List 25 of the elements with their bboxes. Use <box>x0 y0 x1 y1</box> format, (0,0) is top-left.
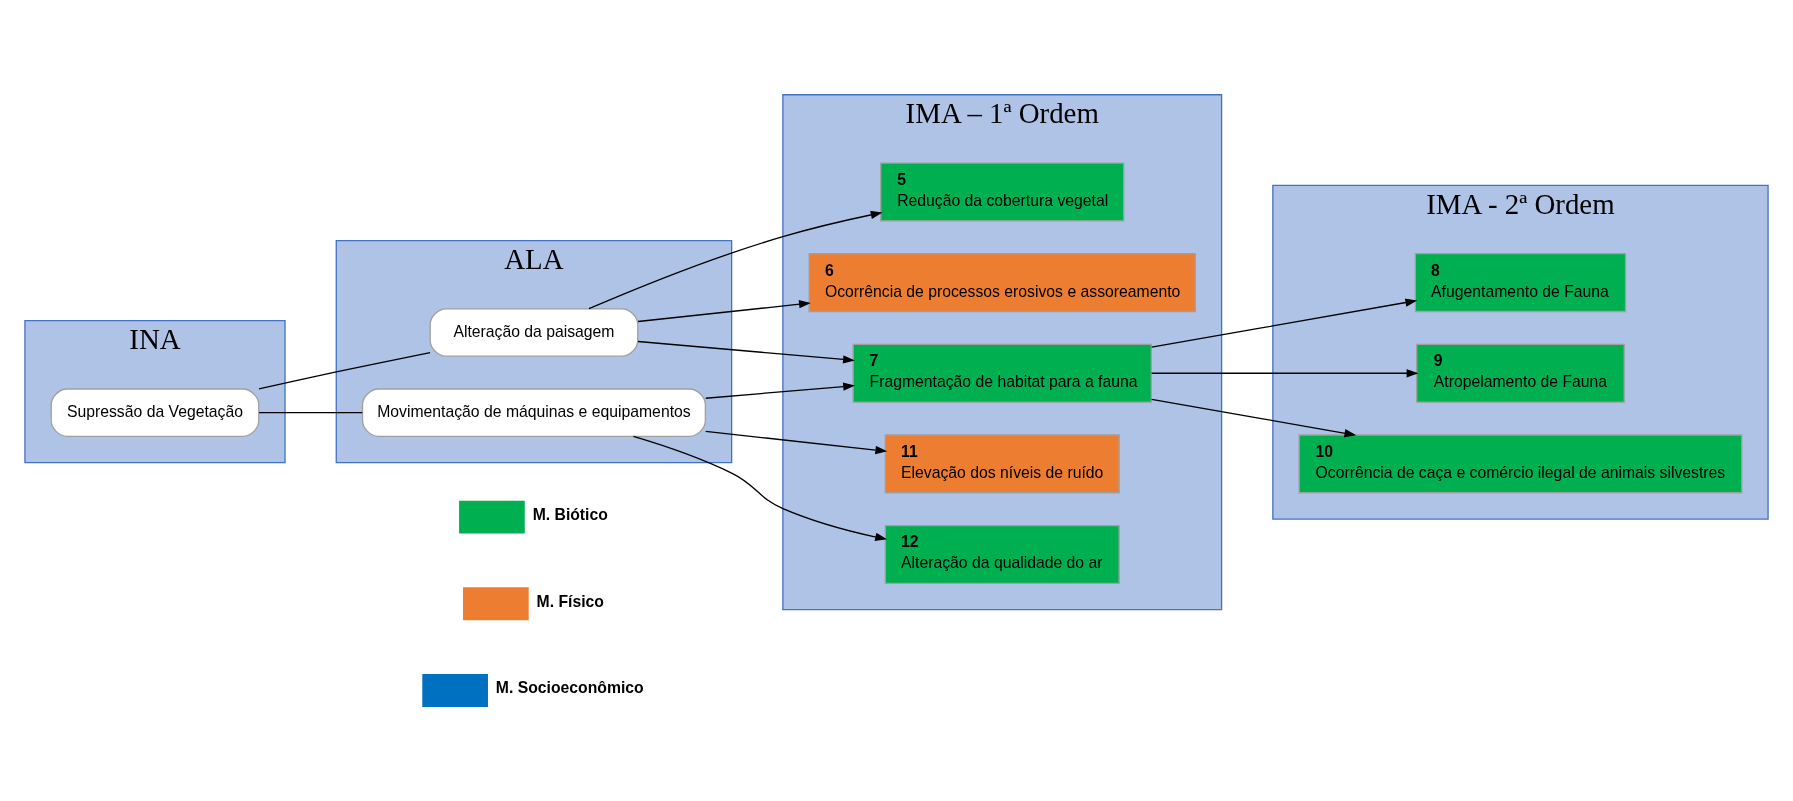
node-box: 6 Ocorrência de processos erosivos e assoreamento <box>808 253 1196 313</box>
node-box: 10 Ocorrência de caça e comércio ilegal de animais silvestres <box>1298 434 1743 494</box>
arrow <box>632 435 888 541</box>
node-box: 7 Fragmentação de habitat para a fauna <box>852 343 1152 403</box>
node-box: 8 Afugentamento de Fauna <box>1414 253 1627 313</box>
arrow <box>1151 298 1418 348</box>
arrow <box>637 340 855 364</box>
node-box: Supressão da Vegetação <box>50 388 260 437</box>
node-box: 11 Elevação dos níveis de ruído <box>884 434 1120 494</box>
arrow <box>588 210 883 310</box>
arrow <box>705 430 888 455</box>
arrow <box>1151 398 1357 438</box>
arrow <box>705 382 855 399</box>
connector <box>258 351 431 390</box>
legend-label: M. Físico <box>536 592 604 610</box>
node-box: 5 Redução da cobertura vegetal <box>880 162 1125 222</box>
connector <box>258 412 363 414</box>
node-box: Alteração da paisagem <box>429 308 639 357</box>
legend-label: M. Biótico <box>532 505 608 523</box>
legend-label: M. Socioeconômico <box>495 679 644 697</box>
node-box: 9 Atropelamento de Fauna <box>1416 343 1625 403</box>
arrow <box>1151 369 1419 378</box>
node-box: Movimentação de máquinas e equipamentos <box>361 388 707 437</box>
arrow <box>637 300 811 323</box>
node-box: 12 Alteração da qualidade do ar <box>884 524 1120 585</box>
